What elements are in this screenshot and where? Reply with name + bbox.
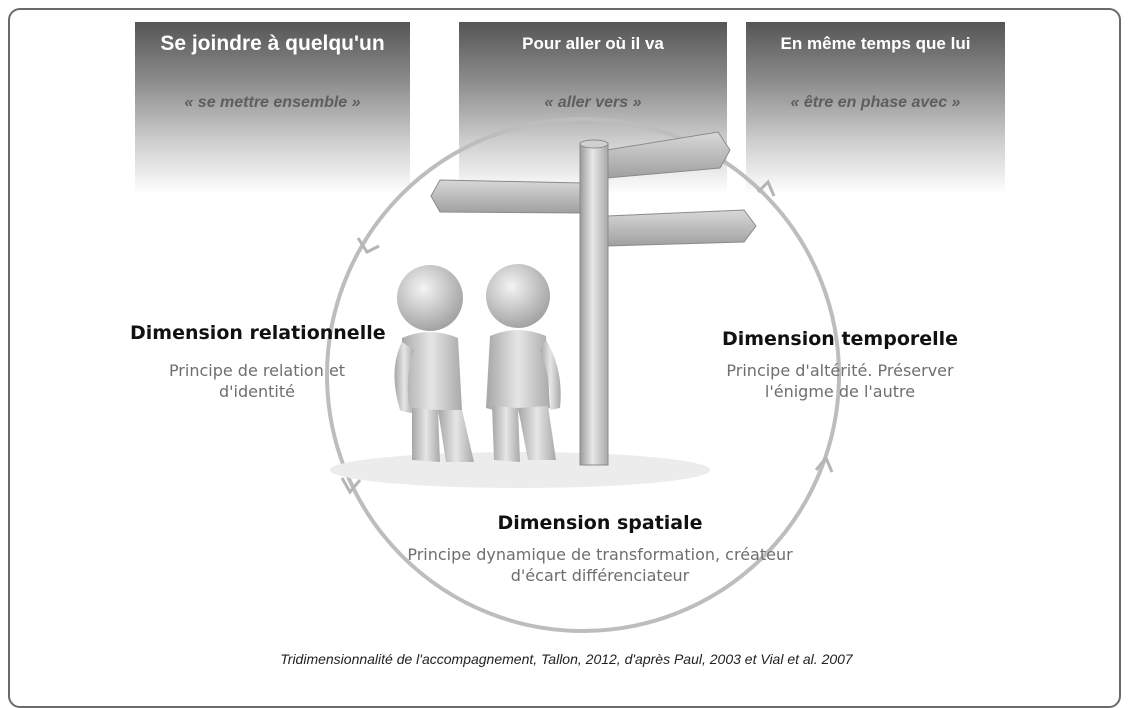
figure-caption: Tridimensionnalité de l'accompagnement, … xyxy=(280,651,853,667)
box-subtitle: « se mettre ensemble » xyxy=(184,94,361,111)
box-title: Pour aller où il va xyxy=(522,34,664,53)
diagram-scene xyxy=(325,117,841,633)
arrowhead-icon xyxy=(340,477,362,495)
signpost-icon xyxy=(430,131,757,466)
person-figure-icon xyxy=(394,265,474,462)
floor-shadow xyxy=(330,452,710,488)
dimension-temporelle-description: Principe d'altérité. Préserver l'énigme … xyxy=(726,361,954,401)
box-title: Se joindre à quelqu'un xyxy=(160,32,385,55)
dimension-temporelle-title: Dimension temporelle xyxy=(721,328,959,350)
dimension-relationnelle-title: Dimension relationnelle xyxy=(130,322,386,344)
box-title: En même temps que lui xyxy=(780,34,971,53)
dimension-relationnelle-description: Principe de relation et d'identité xyxy=(168,361,346,401)
cycle-circle xyxy=(325,117,841,633)
box-subtitle: « aller vers » xyxy=(544,94,642,111)
arrowhead-icon xyxy=(356,237,380,254)
box-subtitle: « être en phase avec » xyxy=(790,94,961,111)
dimension-spatiale-description: Principe dynamique de transformation, cr… xyxy=(407,545,793,585)
arrowhead-icon xyxy=(814,455,834,473)
box-se-joindre: Se joindre à quelqu'un « se mettre ensem… xyxy=(135,22,410,194)
arrowhead-icon xyxy=(756,179,776,197)
box-aller-vers: Pour aller où il va « aller vers » xyxy=(459,22,727,194)
box-en-phase: En même temps que lui « être en phase av… xyxy=(746,22,1005,194)
person-figure-icon xyxy=(486,264,561,462)
dimension-spatiale-title: Dimension spatiale xyxy=(497,512,703,534)
